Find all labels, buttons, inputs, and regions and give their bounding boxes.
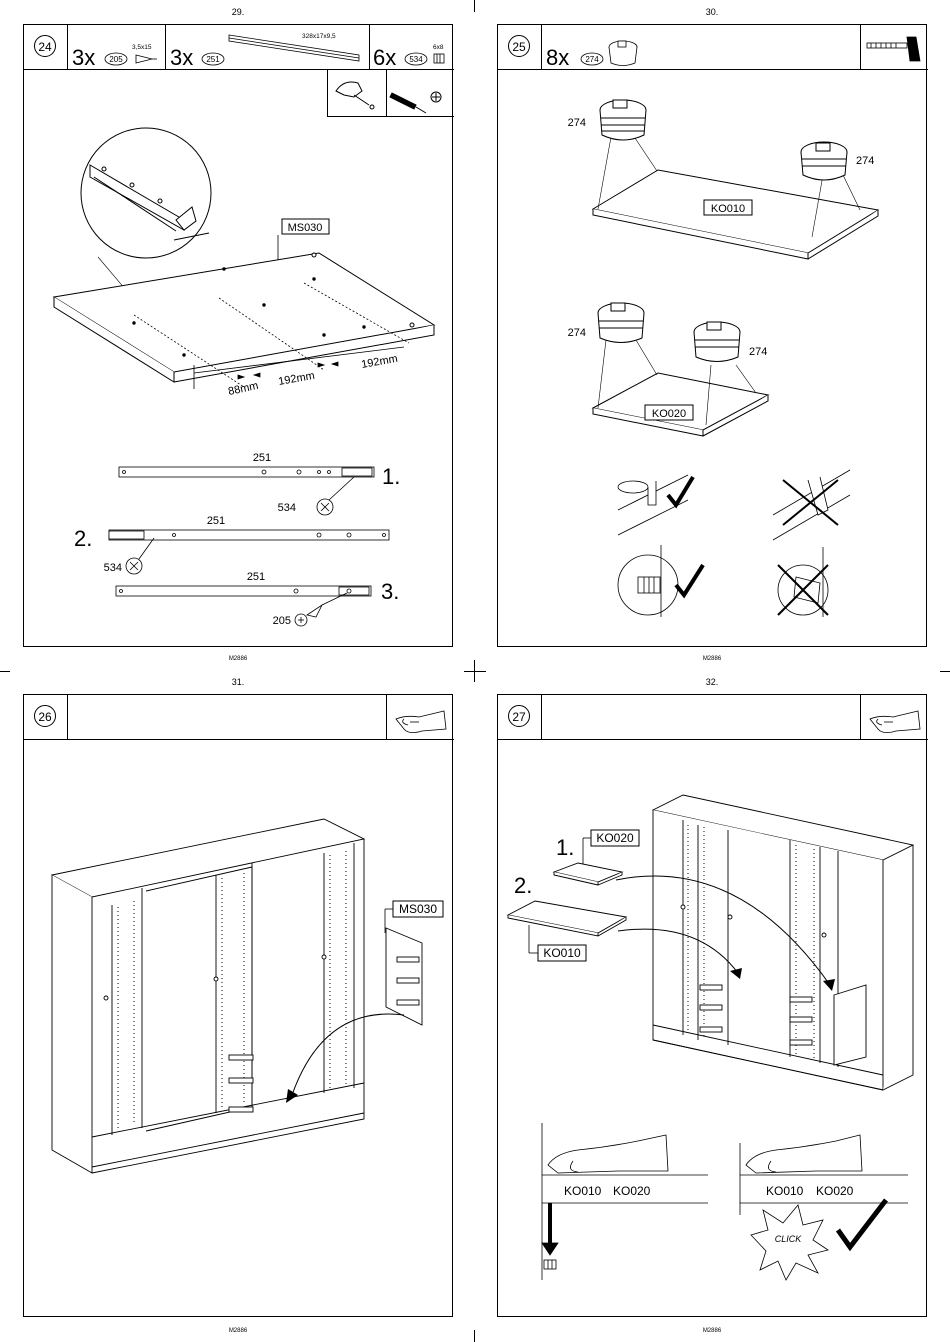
rail-3	[116, 586, 371, 596]
wardrobe-carcass	[52, 819, 364, 1173]
crop-mark	[474, 0, 475, 12]
part-qty: 3x	[72, 45, 95, 70]
bolt-534-icon	[317, 477, 354, 515]
board-ko020	[554, 863, 622, 885]
doc-code: M2886	[682, 1328, 742, 1334]
measure: 192mm	[360, 353, 398, 371]
page-number: 31.	[208, 677, 268, 687]
part-id: 274	[585, 55, 599, 64]
rail-icon	[229, 35, 359, 61]
callout-number: 3.	[381, 579, 399, 604]
detail-label: KO010	[766, 1184, 804, 1198]
step-25-drawing: 8x 274 KO010 274	[498, 25, 928, 648]
rail-label: 251	[207, 515, 225, 527]
doc-code: M2886	[208, 1328, 268, 1334]
measure: 88mm	[227, 380, 259, 398]
measure: 192mm	[277, 370, 315, 388]
board-ko020	[593, 340, 768, 436]
screw-icon	[136, 55, 157, 63]
step-26-drawing: MS030	[24, 695, 454, 1318]
screw-205-icon	[295, 593, 347, 626]
part-id: 534	[409, 55, 423, 64]
step-26-panel: 26	[23, 694, 453, 1317]
panel-label: MS030	[399, 902, 437, 916]
rail-2	[109, 530, 389, 540]
crop-mark	[464, 671, 486, 672]
callout-number: 2.	[74, 526, 92, 551]
part-label: 274	[568, 117, 586, 129]
detail-label: KO010	[564, 1184, 602, 1198]
part-dimension: 328x17x9,5	[302, 33, 336, 40]
check-icon	[668, 477, 693, 505]
bolt-534-icon	[126, 538, 154, 574]
step-24-panel: 24 3x 205 3,5x15 3x 251 328x17x9,5 6x 53…	[23, 24, 453, 647]
part-label: 274	[568, 327, 586, 339]
board-ko010	[508, 901, 626, 936]
detail-label: KO020	[816, 1184, 854, 1198]
step-24-drawing: 3x 205 3,5x15 3x 251 328x17x9,5 6x 534 6…	[24, 25, 454, 648]
callout-number: 1.	[382, 464, 400, 489]
part-dimension: 3,5x15	[132, 44, 152, 51]
part-label: 274	[749, 346, 767, 358]
page-number: 32.	[682, 677, 742, 687]
part-qty: 6x	[373, 45, 396, 70]
check-icon	[676, 565, 703, 595]
board-label: KO020	[652, 408, 686, 420]
board-label: KO020	[596, 831, 634, 845]
screw-label: 534	[278, 502, 296, 514]
check-icon	[838, 1200, 886, 1247]
bolt-icon	[434, 54, 444, 63]
rail-1	[119, 467, 374, 477]
crop-mark	[474, 1330, 475, 1342]
part-qty: 8x	[546, 45, 569, 70]
step-27-drawing: 1. KO020 2. KO010	[498, 695, 928, 1318]
rail-label: 251	[253, 452, 271, 464]
doc-code: M2886	[208, 656, 268, 662]
cam-lock-icon	[694, 322, 740, 362]
part-id: 205	[109, 55, 123, 64]
cam-lock-icon	[609, 41, 637, 66]
part-id: 251	[206, 55, 220, 64]
callout-number: 2.	[514, 873, 532, 898]
screwdriver-icon	[390, 92, 441, 113]
rail-label: 251	[247, 571, 265, 583]
part-qty: 3x	[170, 45, 193, 70]
board-label: MS030	[288, 222, 323, 234]
step-27-panel: 27 1. KO020	[497, 694, 927, 1317]
page-number: 29.	[208, 7, 268, 17]
detail-label: KO020	[613, 1184, 651, 1198]
hand-icon	[396, 711, 446, 733]
cam-lock-icon	[600, 100, 646, 140]
correct-detail-2	[618, 545, 678, 617]
click-label: CLICK	[775, 1234, 803, 1244]
press-detail-left	[542, 1123, 708, 1280]
screw-label: 534	[104, 562, 122, 574]
crop-mark	[940, 671, 950, 672]
rail-tool-icon	[336, 82, 374, 109]
part-label: 274	[856, 155, 874, 167]
doc-code: M2886	[682, 656, 742, 662]
screw-label: 205	[273, 615, 291, 627]
hand-icon	[870, 711, 920, 733]
cam-lock-icon	[598, 303, 644, 343]
wardrobe-carcass	[653, 795, 913, 1090]
crop-mark	[0, 671, 10, 672]
part-dimension: 6x8	[433, 44, 444, 51]
board-label: KO010	[543, 946, 581, 960]
step-25-panel: 25 8x 274 KO010	[497, 24, 927, 647]
board-label: KO010	[711, 203, 745, 215]
hammer-icon	[867, 37, 920, 61]
page-number: 30.	[682, 7, 742, 17]
cam-lock-icon	[801, 142, 847, 180]
panel-ms030	[386, 928, 422, 1025]
crop-mark	[474, 660, 475, 682]
callout-number: 1.	[556, 835, 574, 860]
